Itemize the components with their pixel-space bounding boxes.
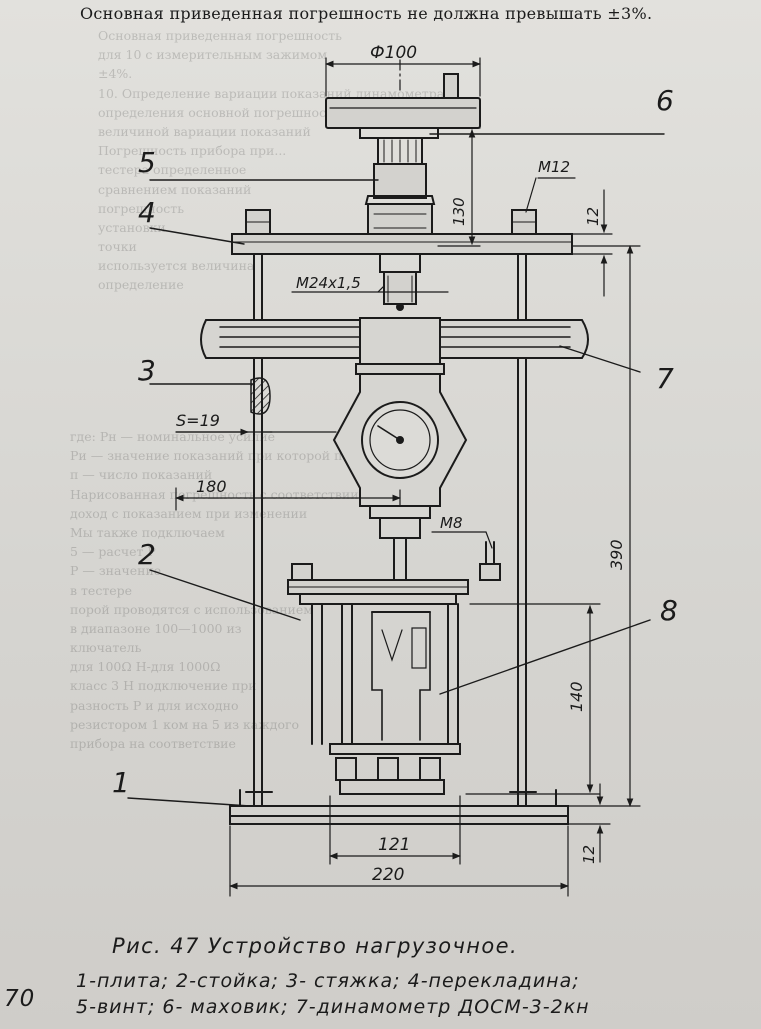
ghost-line: порой проводятся с использованием [70,601,313,617]
ghost-line: для 10 с измерительным зажимом [98,47,328,63]
screw-5 [364,163,436,311]
ghost-line: Мы также подключаем [70,524,225,540]
ghost-line: определение [98,277,184,293]
base-plate-1 [229,789,569,825]
callout-3: 3 [138,354,156,387]
callout-6: 6 [656,84,674,117]
dimension-lines [175,57,641,897]
ghost-line: Ри — значение показаний при которой пока… [70,448,404,464]
dim-12-top: 12 [584,207,602,226]
ghost-text-lower: где: Рн — номинальное усилие Ри — значени… [70,426,750,752]
ghost-line: где: Рн — номинальное усилие [70,429,276,444]
ghost-line: величиной вариации показаний [98,123,311,139]
dim-m8: М8 [440,514,463,532]
ghost-line: точки [98,239,137,255]
dim-m24: М24х1,5 [296,274,361,292]
ghost-line: 5 — расчет Ρ [70,544,156,560]
callout-leaders [127,133,665,807]
callout-7: 7 [656,362,674,395]
ghost-line: определения основной погрешности (...) [98,104,367,120]
ghost-text-right: Основная приведенная погрешность для 10 с… [98,26,738,295]
dim-m12: М12 [538,158,570,176]
ghost-line: установки [98,219,166,235]
ghost-line: п — число показаний [70,467,213,483]
ghost-line: резистором 1 ком на 5 из каждого [70,716,300,732]
legend-line-1: 1-плита; 2-стойка; 3- стяжка; 4-переклад… [76,970,580,992]
legend-line-2: 5-винт; 6- маховик; 7-динамометр ДОСМ-3-… [76,996,590,1018]
figure-caption: Рис. 47 Устройство нагрузочное. [112,934,519,958]
ghost-line: 10. Определение вариации показаний динам… [98,85,445,101]
header-text: Основная приведенная погрешность не долж… [80,4,653,23]
dim-130: 130 [450,197,468,226]
dynamometer-7 [200,317,589,583]
dim-12-bottom: 12 [580,845,598,864]
ghost-line: используется величина [98,258,255,274]
crossbar-4 [231,209,573,255]
callout-5: 5 [138,146,156,179]
ghost-line: в тестере [70,582,133,598]
ghost-line: в диапазоне 100—1000 из [70,620,242,636]
ghost-line: Р — значение [70,563,162,579]
dim-121: 121 [378,835,410,855]
dim-180: 180 [196,477,227,496]
dim-d100: Ф100 [370,43,417,63]
ghost-line: ±4%. [98,66,133,82]
dim-390: 390 [607,539,626,570]
ghost-line: ключатель [70,640,142,656]
ghost-line: прибора на соответствие [70,736,236,751]
callout-8: 8 [660,594,678,627]
ghost-line: доход с показанием при изменении [70,505,308,521]
ghost-line: тестера определенное [98,162,247,178]
ghost-line: Погрешность прибора при... [98,143,287,159]
ghost-line: класс 3 Н подключение при [70,678,257,694]
ghost-line: погрешность [98,200,185,216]
ghost-line: сравнением показаний [98,181,252,197]
handwheel-6 [325,73,481,165]
ghost-line: Основная приведенная погрешность [98,28,342,43]
page-number: 70 [4,986,36,1012]
ghost-line: разность Р и для исходно [70,697,239,713]
dim-140: 140 [567,681,586,712]
ghost-line: для 100Ω Н-для 1000Ω [70,659,221,675]
dim-s19: S=19 [176,411,220,430]
stand-2 [287,541,501,795]
callout-4: 4 [138,196,156,229]
dim-220: 220 [372,865,404,885]
callout-2: 2 [138,538,156,571]
callout-1: 1 [112,766,130,799]
